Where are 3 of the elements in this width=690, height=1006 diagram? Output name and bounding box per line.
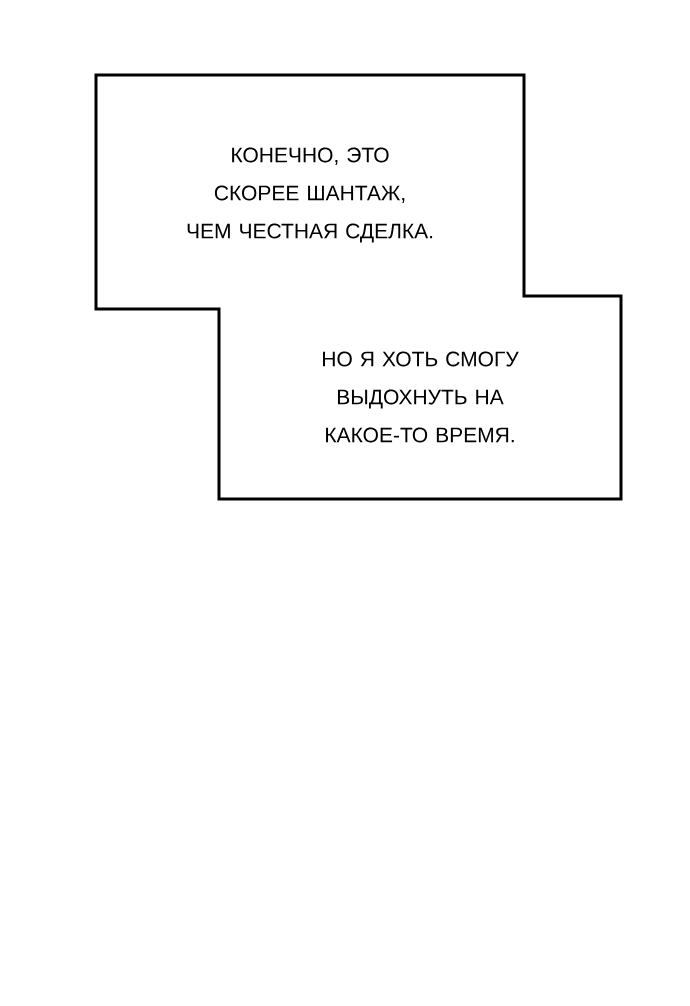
caption-text: НО Я ХОТЬ СМОГУ ВЫДОХНУТЬ НА КАКОЕ-ТО ВРЕМЯ. [323, 351, 519, 443]
caption-box [94, 73, 623, 501]
caption-text: КОНЕЧНО, ЭТО СКОРЕЕ ШАНТАЖ, ЧЕМ ЧЕСТНАЯ СДЕЛКА. [187, 147, 433, 243]
